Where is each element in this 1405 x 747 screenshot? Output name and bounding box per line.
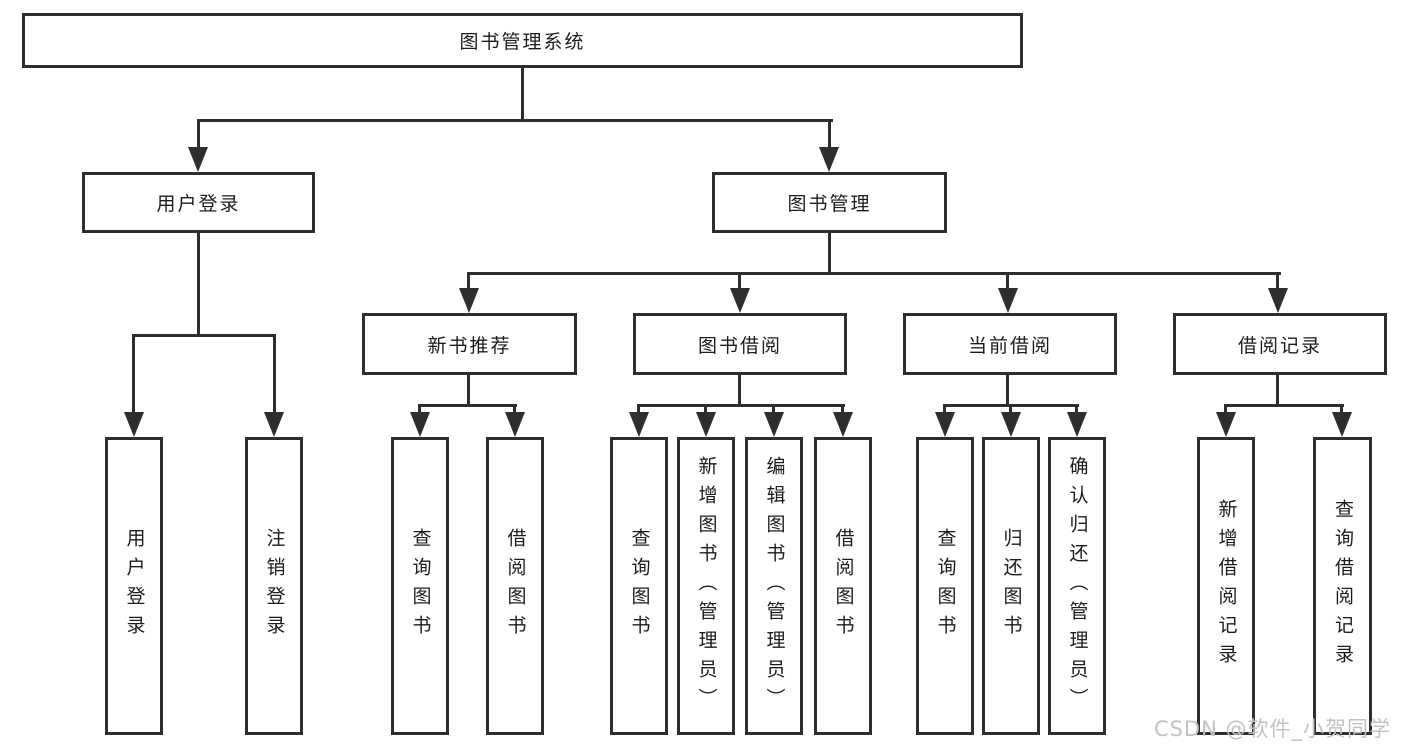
arrow-down-icon [410,412,430,437]
connector-line [704,406,707,415]
leaf-borrow-books-borrowing: 借阅图书 [814,437,872,735]
leaf-label: 借阅图书 [832,528,855,644]
leaf-label: 用户登录 [123,528,146,644]
leaf-label: 注销登录 [263,528,286,644]
node-label: 图书管理 [787,193,872,215]
connector-line [828,233,831,274]
connector-line [1276,375,1279,407]
leaf-label: 查询图书 [628,528,651,644]
arrow-down-icon [264,412,284,437]
leaf-add-borrow-record: 新增借阅记录 [1197,437,1255,735]
arrow-down-icon [1001,412,1021,437]
arrow-down-icon [1332,412,1352,437]
leaf-label: 借阅图书 [504,528,527,644]
arrow-down-icon [935,412,955,437]
csdn-watermark: CSDN @软件_小贺同学 [1153,717,1391,741]
connector-line [132,334,276,337]
node-label: 图书借阅 [697,334,782,357]
leaf-label: 查询图书 [409,528,432,644]
connector-line [1009,406,1012,415]
node-current-borrowing: 当前借阅 [903,313,1117,375]
arrow-down-icon [1067,412,1087,437]
connector-line [943,404,1079,407]
connector-line [273,336,276,414]
arrow-down-icon [833,412,853,437]
connector-line [738,274,741,290]
connector-line [841,406,844,415]
leaf-logout: 注销登录 [245,437,303,735]
connector-line [828,120,831,150]
arrow-down-icon [819,147,839,172]
arrow-down-icon [1216,412,1236,437]
connector-line [772,406,775,415]
node-label: 新书推荐 [427,334,512,357]
connector-line [738,375,741,407]
node-library-management-system: 图书管理系统 [22,13,1023,68]
connector-line [197,119,833,122]
node-label: 当前借阅 [967,334,1052,357]
node-book-management: 图书管理 [712,172,947,233]
arrow-down-icon [998,288,1018,313]
connector-line [1224,406,1227,415]
connector-line [1006,274,1009,290]
arrow-down-icon [505,412,525,437]
connector-line [197,120,200,150]
node-label: 用户登录 [156,193,241,215]
leaf-query-books-borrowing: 查询图书 [610,437,668,735]
connector-line [132,336,135,414]
connector-line [943,406,946,415]
node-user-login: 用户登录 [82,172,315,233]
leaf-label: 新增借阅记录 [1215,499,1238,673]
node-new-book-recommendation: 新书推荐 [362,313,577,375]
connector-line [467,274,470,290]
leaf-edit-books-admin: 编辑图书（管理员） [745,437,803,735]
connector-line [197,233,200,336]
connector-line [467,375,470,407]
connector-line [1340,406,1343,415]
connector-line [418,406,421,415]
leaf-return-books: 归还图书 [982,437,1040,735]
node-book-borrowing: 图书借阅 [633,313,847,375]
leaf-borrow-books-recommend: 借阅图书 [486,437,544,735]
leaf-query-borrow-record: 查询借阅记录 [1313,437,1372,735]
leaf-add-books-admin: 新增图书（管理员） [677,437,735,735]
leaf-label: 编辑图书（管理员） [763,455,786,717]
leaf-confirm-return-admin: 确认归还（管理员） [1048,437,1106,735]
arrow-down-icon [730,288,750,313]
node-borrowing-records: 借阅记录 [1173,313,1387,375]
node-label: 图书管理系统 [459,31,586,53]
connector-line [418,404,517,407]
leaf-label: 确认归还（管理员） [1066,455,1089,717]
leaf-label: 查询借阅记录 [1332,499,1354,673]
connector-line [637,406,640,415]
arrow-down-icon [696,412,716,437]
leaf-label: 新增图书（管理员） [695,455,718,717]
connector-line [1075,406,1078,415]
leaf-label: 查询图书 [934,528,957,644]
arrow-down-icon [764,412,784,437]
connector-line [637,404,845,407]
connector-line [513,406,516,415]
arrow-down-icon [188,147,208,172]
arrow-down-icon [459,288,479,313]
leaf-query-books-current: 查询图书 [916,437,974,735]
leaf-user-login: 用户登录 [105,437,163,735]
node-label: 借阅记录 [1237,334,1322,357]
connector-line [521,68,524,120]
arrow-down-icon [1268,288,1288,313]
leaf-query-books-recommend: 查询图书 [391,437,449,735]
arrow-down-icon [629,412,649,437]
connector-line [1006,375,1009,407]
connector-line [1276,274,1279,290]
connector-line [467,272,1281,275]
connector-line [1224,404,1344,407]
arrow-down-icon [124,412,144,437]
leaf-label: 归还图书 [1000,528,1023,644]
